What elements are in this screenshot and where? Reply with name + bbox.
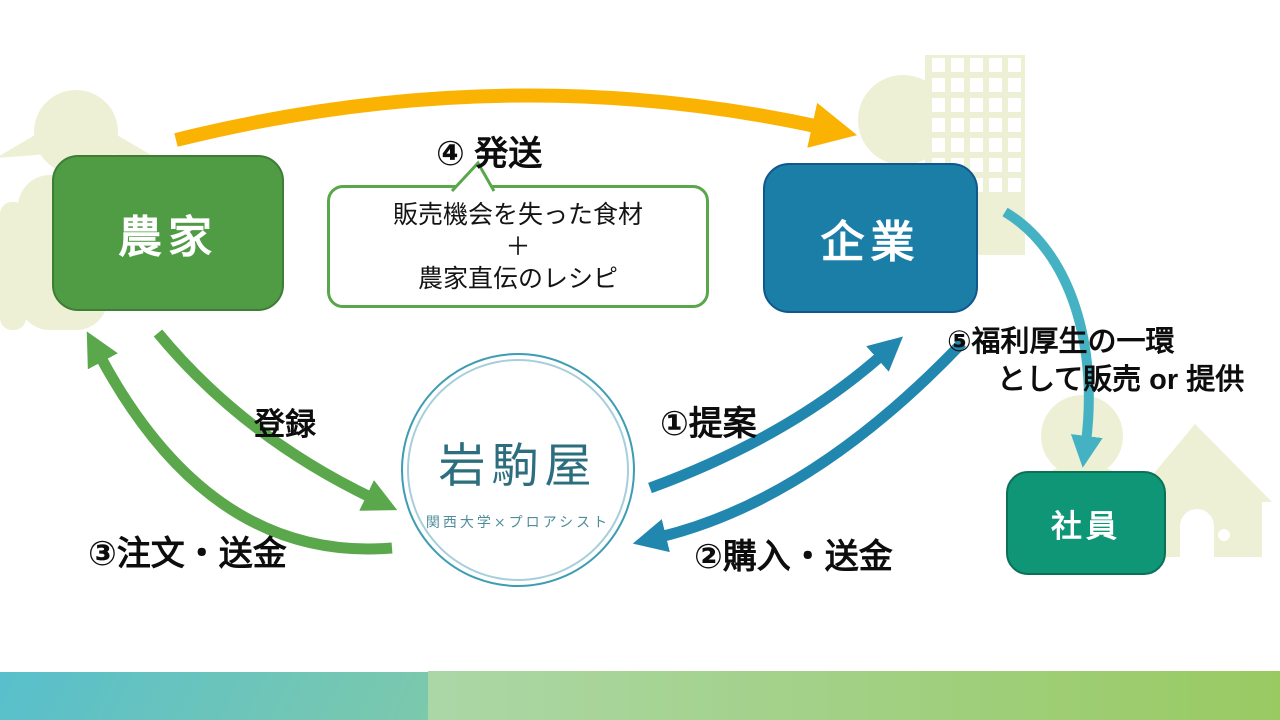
node-employee: 社員 [1006,471,1166,575]
flow-label-proposal: ①提案 [660,405,757,443]
building-windows [932,58,1021,192]
flow-label-order-payment: ③注文・送金 [88,535,287,573]
proposal-arrow-icon [648,336,904,494]
logo-subtitle: 関西大学×プロアシスト [425,514,611,531]
callout-line1: 販売機会を失った食材 [392,200,643,229]
callout-bubble: 販売機会を失った食材 ＋ 農家直伝のレシピ [327,185,709,308]
shipping-arrow-icon [174,88,858,148]
logo-title: 岩駒屋 [438,438,598,494]
footer-band-teal [0,672,428,720]
register-arrow-icon [153,329,398,511]
flow-label-welfare: ⑤福利厚生の一環 として販売 or 提供 [947,324,1244,399]
house-door [1180,509,1230,557]
flow-label-shipping: ④ 発送 [436,135,543,173]
welfare-arrow-icon [1002,207,1103,468]
center-logo: 岩駒屋 関西大学×プロアシスト [401,353,635,587]
node-company-label: 企業 [820,218,921,267]
callout-line3: 農家直伝のレシピ [417,264,618,293]
purchase-arrow-icon [632,339,966,553]
callout-line2: ＋ [505,232,531,261]
footer-band-green [428,671,1280,720]
node-employee-label: 社員 [1051,508,1121,544]
flow-label-welfare-line2: として販売 or 提供 [997,363,1245,396]
node-farmer-label: 農家 [118,213,218,262]
flow-label-purchase-payment: ②購入・送金 [694,538,893,576]
node-company: 企業 [763,163,978,313]
node-farmer: 農家 [52,155,284,311]
flow-label-welfare-line1: ⑤福利厚生の一環 [947,326,1175,358]
order-arrow-icon [86,331,393,555]
flow-label-register: 登録 [254,407,316,442]
